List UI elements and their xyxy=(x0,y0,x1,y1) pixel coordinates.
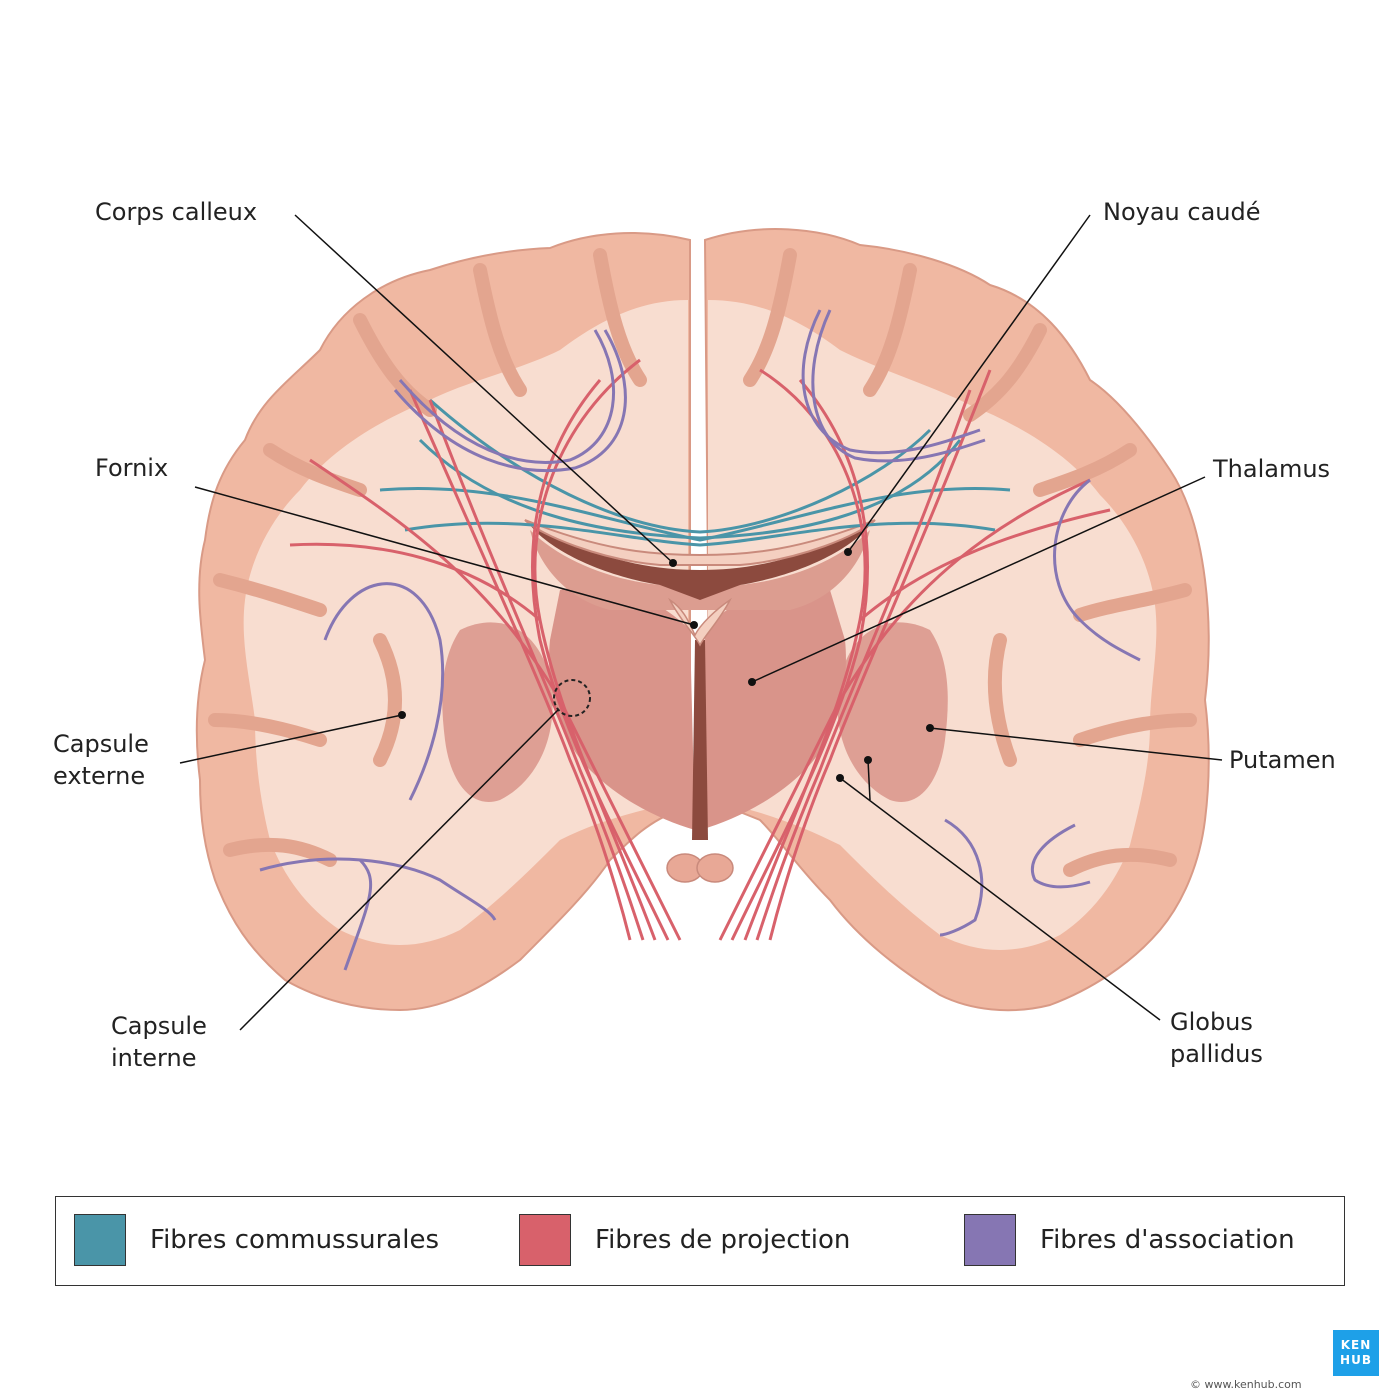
commissural-fibers xyxy=(379,398,1011,547)
leader-corps-calleux xyxy=(294,214,674,564)
legend-swatch-association xyxy=(964,1214,1016,1266)
legend: Fibres commussurales Fibres de projectio… xyxy=(55,1196,1345,1286)
legend-item-projection: Fibres de projection xyxy=(519,1214,850,1266)
cortical-folds xyxy=(208,248,1197,877)
label-thalamus: Thalamus xyxy=(1213,455,1331,483)
left-white-matter xyxy=(243,300,689,945)
projection-fibers xyxy=(289,358,1111,941)
leader-thalamus xyxy=(751,476,1206,683)
right-putamen-region xyxy=(837,622,948,802)
logo-line-2: HUB xyxy=(1340,1353,1372,1367)
legend-swatch-projection xyxy=(519,1214,571,1266)
label-capsule-interne-line1: Capsule xyxy=(111,1012,207,1040)
label-noyau-caude: Noyau caudé xyxy=(1103,198,1261,226)
label-capsule-interne: Capsule interne xyxy=(111,1010,207,1074)
legend-label-commissural: Fibres commussurales xyxy=(150,1225,440,1255)
label-fornix: Fornix xyxy=(95,454,169,482)
caudate-region xyxy=(530,530,870,610)
corpus-callosum-band xyxy=(524,519,876,566)
label-globus-pallidus-line2: pallidus xyxy=(1170,1040,1263,1068)
association-fibers xyxy=(259,309,1141,971)
capsule-interne-marker xyxy=(553,679,591,717)
brain-section xyxy=(195,228,1210,1012)
leader-putamen xyxy=(929,727,1223,761)
left-putamen-region xyxy=(442,622,553,802)
third-ventricle xyxy=(692,640,708,840)
label-globus-pallidus-line1: Globus xyxy=(1170,1008,1253,1036)
label-capsule-externe: Capsule externe xyxy=(53,728,149,792)
legend-item-commissural: Fibres commussurales xyxy=(74,1214,439,1266)
leader-lines xyxy=(179,214,1223,1031)
legend-item-association: Fibres d'association xyxy=(964,1214,1295,1266)
leader-dots xyxy=(398,548,934,782)
copyright-text: © www.kenhub.com xyxy=(1190,1378,1302,1391)
thalamus-region xyxy=(549,586,695,830)
label-globus-pallidus: Globus pallidus xyxy=(1170,1006,1263,1070)
thalamus-region-right xyxy=(700,586,846,830)
leader-globus-pallidus-branch xyxy=(867,759,871,801)
leader-capsule-interne xyxy=(239,709,559,1031)
lateral-ventricle xyxy=(530,525,870,600)
legend-label-projection: Fibres de projection xyxy=(595,1225,851,1255)
logo-line-1: KEN xyxy=(1340,1338,1372,1352)
kenhub-logo: KEN HUB xyxy=(1333,1330,1379,1376)
label-corps-calleux: Corps calleux xyxy=(95,198,258,226)
label-putamen: Putamen xyxy=(1229,746,1336,774)
leader-capsule-externe xyxy=(179,714,403,764)
leader-fornix xyxy=(194,486,695,626)
label-capsule-interne-line2: interne xyxy=(111,1044,197,1072)
mammillary-right xyxy=(696,853,734,883)
leader-noyau-caude xyxy=(847,214,1091,553)
label-capsule-externe-line1: Capsule xyxy=(53,730,149,758)
label-capsule-externe-line2: externe xyxy=(53,762,146,790)
legend-label-association: Fibres d'association xyxy=(1040,1225,1295,1255)
leader-globus-pallidus xyxy=(839,777,1161,1021)
legend-swatch-commissural xyxy=(74,1214,126,1266)
